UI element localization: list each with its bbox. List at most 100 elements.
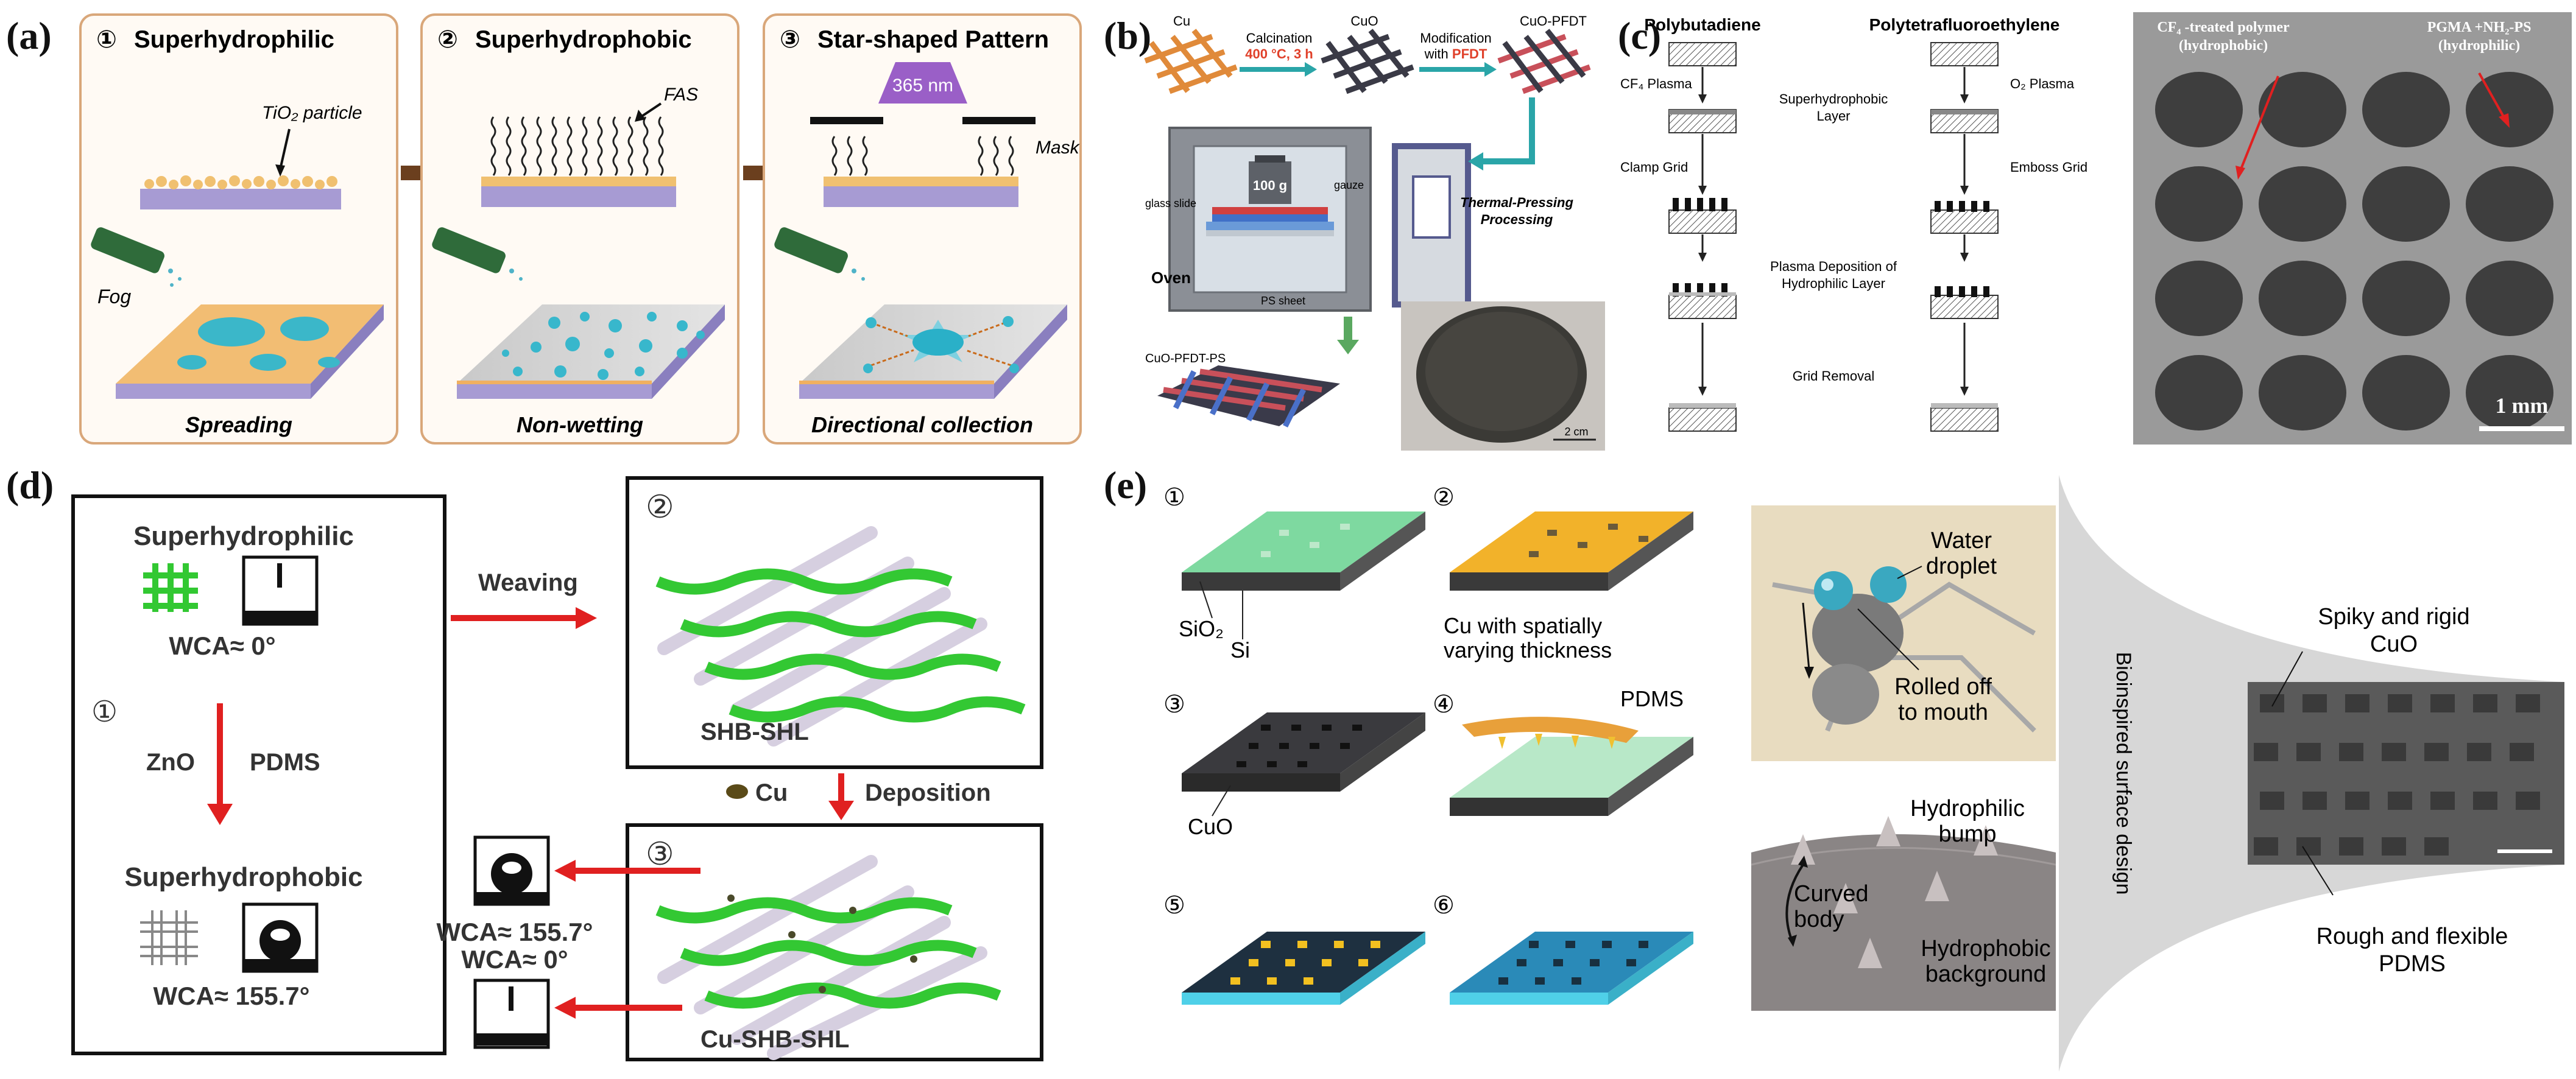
arrow-b3-icon [1468, 97, 1535, 170]
arrow-b4-icon [1337, 317, 1359, 354]
step3-num-d: ③ [646, 837, 674, 872]
plate-5 [1182, 932, 1425, 1005]
cu-particle-icon [726, 784, 748, 799]
panel-c-letter: (c) [1618, 14, 1662, 57]
step-num-e3: ③ [1163, 691, 1185, 718]
mesh-label-cuo-pfdt: CuO-PFDT [1520, 13, 1587, 29]
step1-num-d: ① [91, 696, 118, 728]
contact-angle-155-icon [242, 902, 319, 973]
arrow-d-down-icon [207, 703, 233, 825]
cu-mesh-icon [1144, 29, 1238, 94]
panel-b: Cu CuO CuO-PFDT Calcination 400 °C, 3 h … [1144, 13, 1605, 451]
left-step-2: Clamp Grid [1620, 160, 1688, 175]
panel-c: Polybutadiene Polytetrafluoroethylene CF… [1620, 12, 2572, 445]
center-label-2a: Plasma Deposition of [1770, 259, 1897, 274]
mesh2-label: SHB-SHL [700, 719, 809, 745]
pdms-label: PDMS [1620, 686, 1684, 711]
woven-mesh-box-2: ② [626, 476, 1043, 769]
step-num-e1: ① [1163, 484, 1185, 511]
plate-3 [1182, 712, 1425, 792]
photo-label-right-2: (hydrophilic) [2438, 38, 2520, 54]
ps-sheet-label: PS sheet [1261, 295, 1305, 307]
si-label: Si [1230, 638, 1250, 663]
uv-label: 365 nm [892, 76, 953, 96]
left-title: Polybutadiene [1644, 15, 1760, 34]
step3-num: ③ [780, 26, 800, 53]
rough-label-1: Rough and flexible [2317, 924, 2508, 949]
arrow-to-0-icon [554, 997, 682, 1019]
step2-num: ② [437, 26, 458, 53]
cuo-pfdt-mesh-icon [1497, 29, 1591, 94]
gauze-label: gauze [1334, 179, 1364, 191]
plate-1 [1182, 511, 1425, 591]
panel-d: Superhydrophilic WCA≈ 0° ① ZnO PDMS Supe… [61, 472, 1084, 1066]
contact-angle-155-side-icon [473, 835, 550, 906]
cuo-label: CuO [1188, 814, 1233, 839]
step1-line1: Calcination [1246, 30, 1313, 46]
step3-title: Star-shaped Pattern [817, 26, 1049, 53]
step-num-e4: ④ [1433, 691, 1455, 718]
fog-nozzle-icon [774, 227, 865, 281]
bump-label-2: bump [1938, 821, 1996, 847]
center-label-2b: Hydrophilic Layer [1782, 276, 1885, 291]
right-title: Polytetrafluoroethylene [1869, 15, 2060, 34]
panel-b-letter: (b) [1104, 14, 1152, 57]
mask-label: Mask [1036, 138, 1081, 158]
curved-label-1: Curved [1794, 881, 1869, 907]
fog-label: Fog [97, 286, 131, 308]
fas-label: FAS [664, 85, 698, 105]
beetle-illustration [1751, 505, 2056, 761]
panel-a-letter: (a) [6, 14, 52, 57]
left-arrow-label-1: ZnO [146, 749, 195, 776]
contact-angle-0-icon [242, 555, 319, 626]
deposition-cu: Cu [755, 779, 788, 806]
step1-caption: Spreading [185, 412, 292, 437]
panel-a-step3: ③ Star-shaped Pattern 365 nm Mask [763, 13, 1082, 445]
left-step-1: CF₄ Plasma [1620, 76, 1693, 91]
mesh-label-cu: Cu [1173, 13, 1190, 29]
step2-title: Superhydrophobic [475, 26, 692, 53]
panel-a-step2: ② Superhydrophobic FAS [420, 13, 739, 445]
step2-line1: Modification [1420, 30, 1491, 46]
arrow-to-155-icon [554, 860, 700, 882]
tio2-label: TiO₂ particle [262, 103, 362, 123]
bump-label-1: Hydrophilic [1910, 796, 2025, 821]
mesh-label-cuo: CuO [1350, 13, 1378, 29]
panel-d-letter: (d) [6, 463, 54, 507]
scale-label-b: 2 cm [1564, 426, 1588, 438]
sem-cuo-pdms [2248, 651, 2564, 896]
bumps-illustration [1751, 779, 2056, 1011]
sio2-label: SiO₂ [1179, 616, 1224, 641]
arrow-deposition-icon [828, 773, 854, 820]
step-num-e6: ⑥ [1433, 892, 1455, 919]
droplet-label-1: Water [1931, 528, 1992, 554]
plate-2 [1450, 511, 1693, 591]
panel-e-letter: (e) [1104, 463, 1148, 507]
spiky-label-2: CuO [2370, 631, 2418, 657]
weight-label: 100 g [1253, 178, 1287, 193]
glass-slide-label: glass slide [1145, 197, 1196, 209]
roll-label-2: to mouth [1898, 700, 1988, 725]
top-title: Superhydrophilic [133, 521, 354, 551]
sem-photo [2133, 12, 2572, 445]
right-step-2: Emboss Grid [2010, 160, 2087, 175]
bottom-wca: WCA≈ 155.7° [154, 982, 310, 1010]
roll-label-1: Rolled off [1894, 674, 1992, 700]
oven-icon: 100 g [1168, 127, 1471, 312]
right-process-flow [1930, 42, 1999, 432]
spiky-label-1: Spiky and rigid [2318, 604, 2469, 630]
arrow-weaving-icon [451, 607, 597, 629]
cu-label-2: varying thickness [1444, 638, 1612, 663]
cuo-mesh-icon [1321, 29, 1414, 94]
photo-label-left-1: CF₄ -treated polymer [2157, 19, 2290, 35]
left-arrow-label-2: PDMS [250, 749, 320, 776]
rough-label-2: PDMS [2379, 951, 2446, 977]
product-label: CuO-PFDT-PS [1145, 352, 1226, 365]
wca-pair-1: WCA≈ 155.7° [437, 918, 593, 946]
plate-4 [1450, 717, 1693, 816]
background-label-2: background [1925, 961, 2047, 987]
background-label-1: Hydrophobic [1921, 936, 2050, 961]
arrow-b2-icon [1419, 62, 1497, 77]
photo-label-left-2: (hydrophobic) [2179, 38, 2268, 54]
wca-pair-2: WCA≈ 0° [461, 945, 568, 974]
